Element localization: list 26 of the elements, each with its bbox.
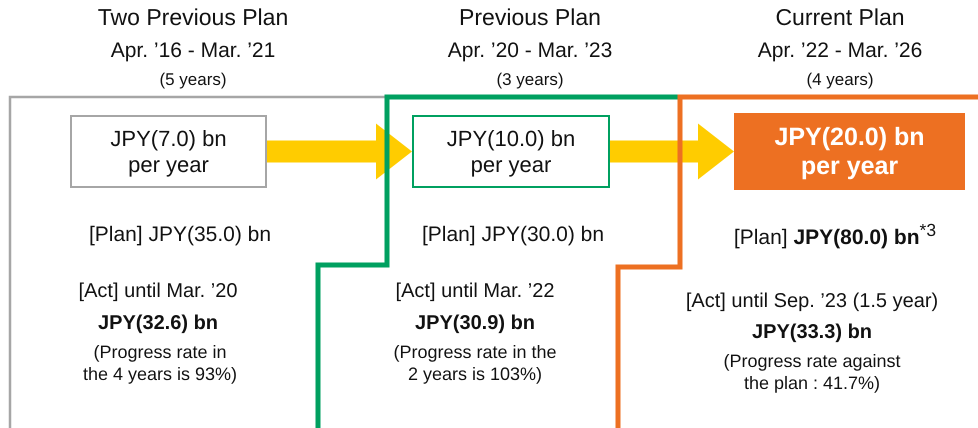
plan-amount: [Plan] JPY(35.0) bn <box>88 222 272 248</box>
amount-box: JPY(20.0) bn per year <box>734 113 965 190</box>
actual-note: [Act] until Mar. ’20 <box>78 279 238 303</box>
actual-note: [Act] until Mar. ’22 <box>396 279 554 303</box>
arrow <box>610 124 734 180</box>
plan-title: Current Plan <box>775 4 905 32</box>
plan-amount: [Plan] JPY(80.0) bn$^{*3}$ <box>734 220 936 250</box>
plan-period: Apr. ’20 - Mar. ’23 <box>448 38 612 64</box>
actual-amount: JPY(32.6) bn <box>98 311 218 335</box>
plan-period: Apr. ’16 - Mar. ’21 <box>110 38 276 64</box>
plan-title: Two Previous Plan <box>98 4 288 32</box>
actual-note: [Act] until Sep. ’23 (1.5 year) <box>686 289 938 313</box>
actual-amount: JPY(33.3) bn <box>752 320 872 344</box>
progress-note: (Progress rate against the plan : 41.7%) <box>722 351 902 394</box>
plan-amount: [Plan] JPY(30.0) bn <box>422 222 604 248</box>
amount-box: JPY(10.0) bn per year <box>412 115 610 188</box>
progress-note: (Progress rate in the 4 years is 93%) <box>82 342 238 386</box>
progress-note: (Progress rate in the 2 years is 103%) <box>392 342 558 386</box>
plan-period: Apr. ’22 - Mar. ’26 <box>758 38 922 64</box>
arrow <box>267 124 412 180</box>
plan-duration: (3 years) <box>496 70 564 90</box>
plan-title: Previous Plan <box>459 4 601 32</box>
plan-duration: (5 years) <box>159 70 227 90</box>
actual-amount: JPY(30.9) bn <box>414 311 536 335</box>
plan-duration: (4 years) <box>806 70 874 90</box>
amount-box: JPY(7.0) bn per year <box>70 115 267 188</box>
